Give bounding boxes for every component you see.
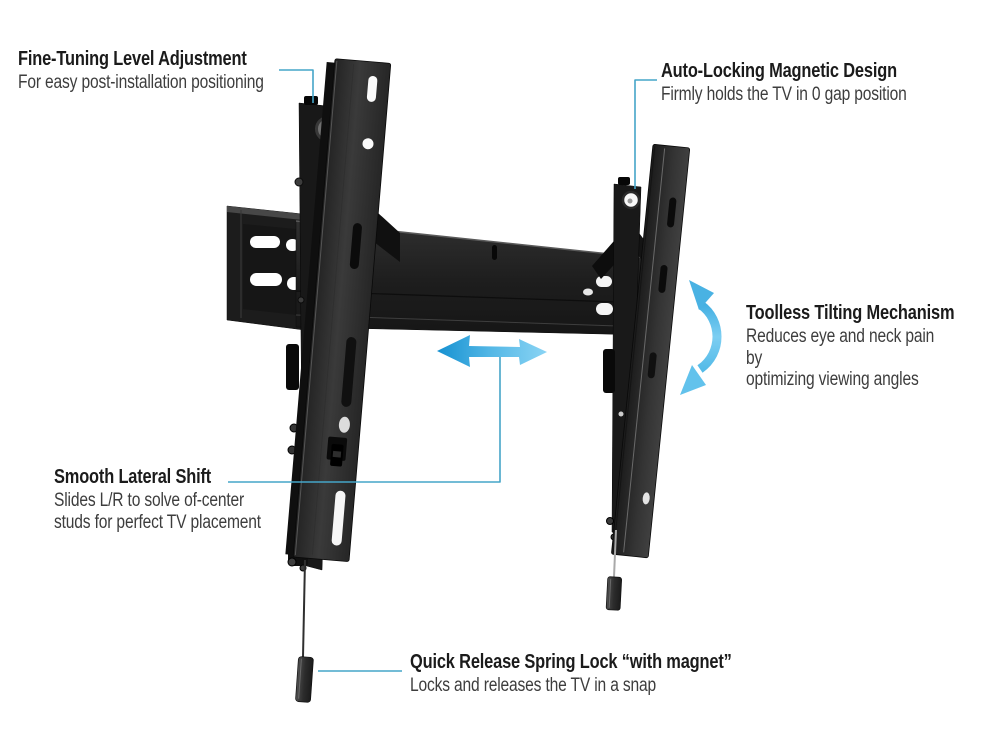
callout-spring-lock: Quick Release Spring Lock “with magnet” … bbox=[410, 652, 732, 697]
left-tv-bracket bbox=[285, 58, 392, 562]
wall-plate-left-end bbox=[226, 205, 313, 332]
right-pull-cord bbox=[605, 529, 622, 611]
left-latch bbox=[286, 344, 299, 390]
callout-fine-tuning-title: Fine-Tuning Level Adjustment bbox=[18, 48, 247, 70]
right-latch bbox=[603, 349, 615, 393]
screw bbox=[294, 177, 304, 187]
callout-auto-locking: Auto-Locking Magnetic Design Firmly hold… bbox=[661, 61, 907, 106]
left-pull-cord bbox=[295, 559, 314, 703]
screw bbox=[297, 296, 305, 304]
callout-tilting-title: Toolless Tilting Mechanism bbox=[746, 302, 955, 324]
beam-keyhole bbox=[492, 245, 497, 260]
callout-spring-lock-description: Locks and releases the TV in a snap bbox=[410, 675, 657, 696]
right-tv-bracket bbox=[611, 144, 691, 559]
callout-line-lateral-shift bbox=[228, 357, 501, 483]
callout-fine-tuning-description: For easy post-installation positioning bbox=[18, 72, 264, 93]
right-pull-handle bbox=[605, 576, 622, 611]
lateral-shift-arrow-icon bbox=[437, 335, 547, 367]
callout-spring-lock-title: Quick Release Spring Lock “with magnet” bbox=[410, 651, 732, 673]
screw bbox=[606, 517, 614, 525]
callout-lateral-shift-description: Slides L/R to solve of-center studs for … bbox=[54, 490, 261, 533]
callout-tilting-description: Reduces eye and neck pain by optimizing … bbox=[746, 326, 935, 390]
screw bbox=[287, 557, 297, 567]
tilt-arrow-icon bbox=[680, 280, 722, 395]
callout-line-auto-locking bbox=[634, 79, 657, 189]
callout-auto-locking-description: Firmly holds the TV in 0 gap position bbox=[661, 84, 907, 105]
callout-auto-locking-title: Auto-Locking Magnetic Design bbox=[661, 60, 897, 82]
callout-lateral-shift-title: Smooth Lateral Shift bbox=[54, 466, 212, 488]
callout-lateral-shift: Smooth Lateral Shift Slides L/R to solve… bbox=[54, 467, 261, 533]
callout-fine-tuning: Fine-Tuning Level Adjustment For easy po… bbox=[18, 49, 264, 94]
level-adjust-knob bbox=[304, 96, 318, 105]
callout-line-fine-tuning bbox=[279, 69, 314, 103]
callout-tilting: Toolless Tilting Mechanism Reduces eye a… bbox=[746, 302, 955, 391]
screw bbox=[618, 411, 624, 417]
left-pull-handle bbox=[295, 656, 314, 703]
